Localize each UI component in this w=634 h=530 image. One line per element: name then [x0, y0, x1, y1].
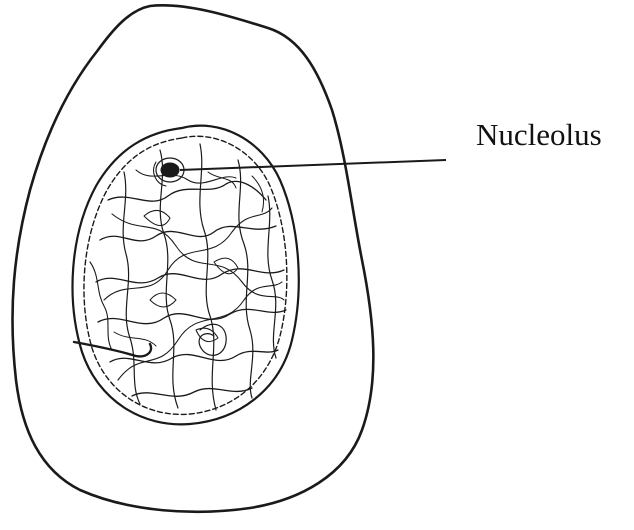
nucleolus — [154, 158, 184, 186]
chromatin-network — [90, 144, 286, 410]
nucleolus-leader-line — [180, 160, 446, 170]
cell-membrane — [12, 5, 373, 511]
nucleolus-label: Nucleolus — [476, 117, 602, 152]
chromatin-clump — [74, 342, 151, 356]
